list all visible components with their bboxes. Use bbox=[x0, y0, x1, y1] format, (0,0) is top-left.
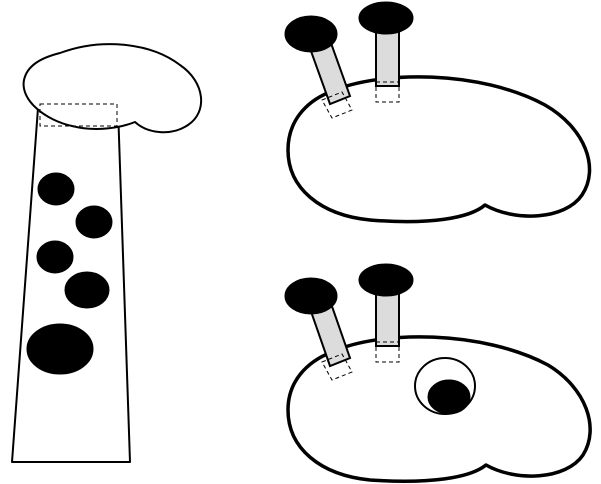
bottom-right-stalk-head bbox=[359, 264, 413, 296]
left-column-figure bbox=[12, 44, 201, 462]
top-right-stalk-head bbox=[359, 2, 413, 34]
column-blob-3 bbox=[37, 241, 73, 273]
inclusion-core bbox=[428, 380, 470, 414]
bottom-left-stalk-head bbox=[285, 278, 337, 314]
bottom-right-stalk bbox=[376, 290, 399, 346]
column-cap bbox=[24, 44, 202, 132]
column-blob-5 bbox=[27, 324, 93, 374]
column-blob-4 bbox=[65, 272, 109, 308]
top-right-stalk bbox=[376, 28, 399, 86]
top-left-stalk-head bbox=[285, 16, 337, 52]
top-right-cell-figure bbox=[285, 2, 590, 222]
column-blob-1 bbox=[38, 173, 74, 205]
column-blob-2 bbox=[76, 206, 112, 238]
bottom-right-cell-figure bbox=[285, 264, 590, 481]
